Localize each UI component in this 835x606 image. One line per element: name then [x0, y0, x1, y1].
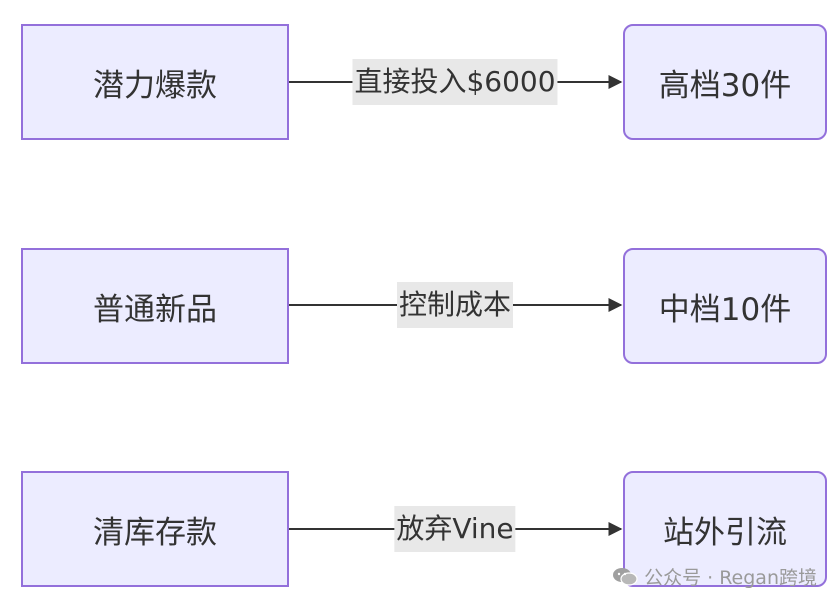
- edge-label-1: 直接投入$6000: [352, 59, 558, 105]
- node-source-1: 潜力爆款: [21, 24, 289, 140]
- node-target-3: 站外引流: [623, 471, 827, 587]
- node-source-3: 清库存款: [21, 471, 289, 587]
- node-target-1-label: 高档30件: [658, 67, 792, 104]
- edge-label-2: 控制成本: [396, 282, 514, 328]
- watermark: 公众号 · Regan跨境: [612, 563, 817, 590]
- wechat-icon: [613, 567, 638, 586]
- watermark-text: 公众号 · Regan跨境: [644, 567, 817, 589]
- node-source-2: 普通新品: [21, 248, 289, 364]
- node-target-2: 中档10件: [623, 248, 827, 364]
- node-source-1-label: 潜力爆款: [93, 67, 217, 104]
- node-source-2-label: 普通新品: [93, 291, 217, 328]
- node-target-3-label: 站外引流: [663, 514, 787, 551]
- edge-label-3: 放弃Vine: [394, 506, 516, 552]
- node-target-1: 高档30件: [623, 24, 827, 140]
- node-target-2-label: 中档10件: [658, 291, 792, 328]
- node-source-3-label: 清库存款: [93, 514, 217, 551]
